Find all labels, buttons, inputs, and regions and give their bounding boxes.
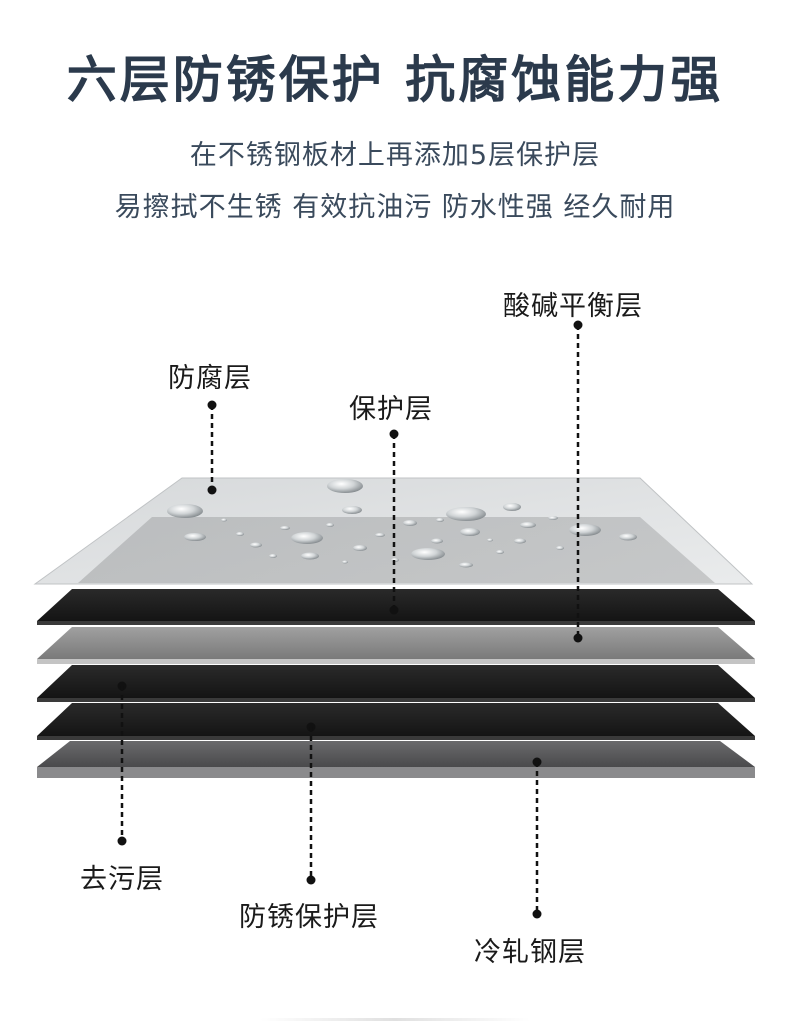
label-stain-removal: 去污层 <box>80 864 164 895</box>
leader-rust-protection <box>306 722 316 885</box>
label-cold-rolled-steel: 冷轧钢层 <box>474 937 586 968</box>
water-droplets <box>167 479 637 568</box>
leader-stain-removal <box>117 681 127 846</box>
subtitle-1: 在不锈钢板材上再添加5层保护层 <box>189 140 601 171</box>
bottom-divider <box>260 1018 530 1021</box>
layer-cold-rolled-steel <box>37 741 755 778</box>
layer-acid-base-balance <box>37 627 755 664</box>
subtitle-2: 易擦拭不生锈 有效抗油污 防水性强 经久耐用 <box>114 192 676 223</box>
layer-stain-removal <box>37 665 755 702</box>
label-acid-base-balance: 酸碱平衡层 <box>503 291 643 322</box>
layer-protection <box>37 589 755 625</box>
layer-rust-protection <box>37 703 755 740</box>
label-protection: 保护层 <box>349 394 433 425</box>
leader-protection <box>389 429 399 615</box>
leader-acid-base <box>573 320 583 643</box>
layer-glass-coating <box>33 477 754 585</box>
leader-anti-corrosion <box>207 400 217 495</box>
page-title: 六层防锈保护 抗腐蚀能力强 <box>66 51 724 109</box>
leader-cold-rolled <box>532 757 542 919</box>
label-rust-protection: 防锈保护层 <box>239 902 379 933</box>
label-anti-corrosion: 防腐层 <box>168 363 252 394</box>
